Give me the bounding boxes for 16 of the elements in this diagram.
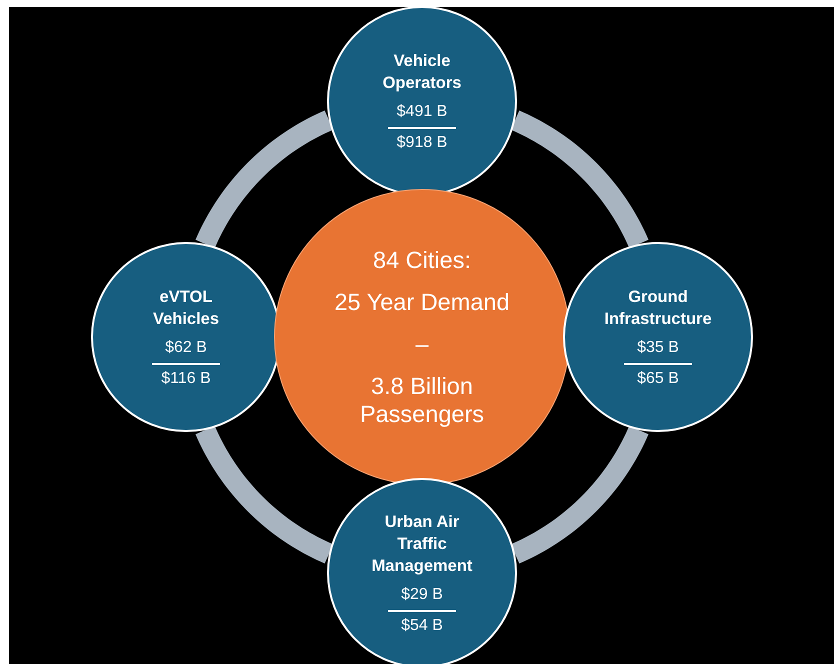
value-text: $35 B xyxy=(637,338,679,358)
value-text: $491 B xyxy=(396,102,448,122)
center-text: – xyxy=(415,330,429,358)
segment-title: eVTOL Vehicles xyxy=(152,286,220,330)
value-text: $29 B xyxy=(401,584,443,604)
value-text: $65 B xyxy=(637,368,679,388)
value-text: $116 B xyxy=(161,368,211,388)
center-text: 84 Cities: xyxy=(373,246,471,274)
segment-title: Ground Infrastructure xyxy=(603,286,713,330)
center-text: 25 Year Demand xyxy=(334,288,510,316)
center-text: 3.8 Billion Passengers xyxy=(358,372,486,428)
segment-title: Urban Air Traffic Management xyxy=(370,512,474,576)
value-text: $62 B xyxy=(165,338,207,358)
value-text: $54 B xyxy=(401,616,443,636)
value-text: $918 B xyxy=(396,132,448,152)
segment-title: Vehicle Operators xyxy=(382,50,462,94)
